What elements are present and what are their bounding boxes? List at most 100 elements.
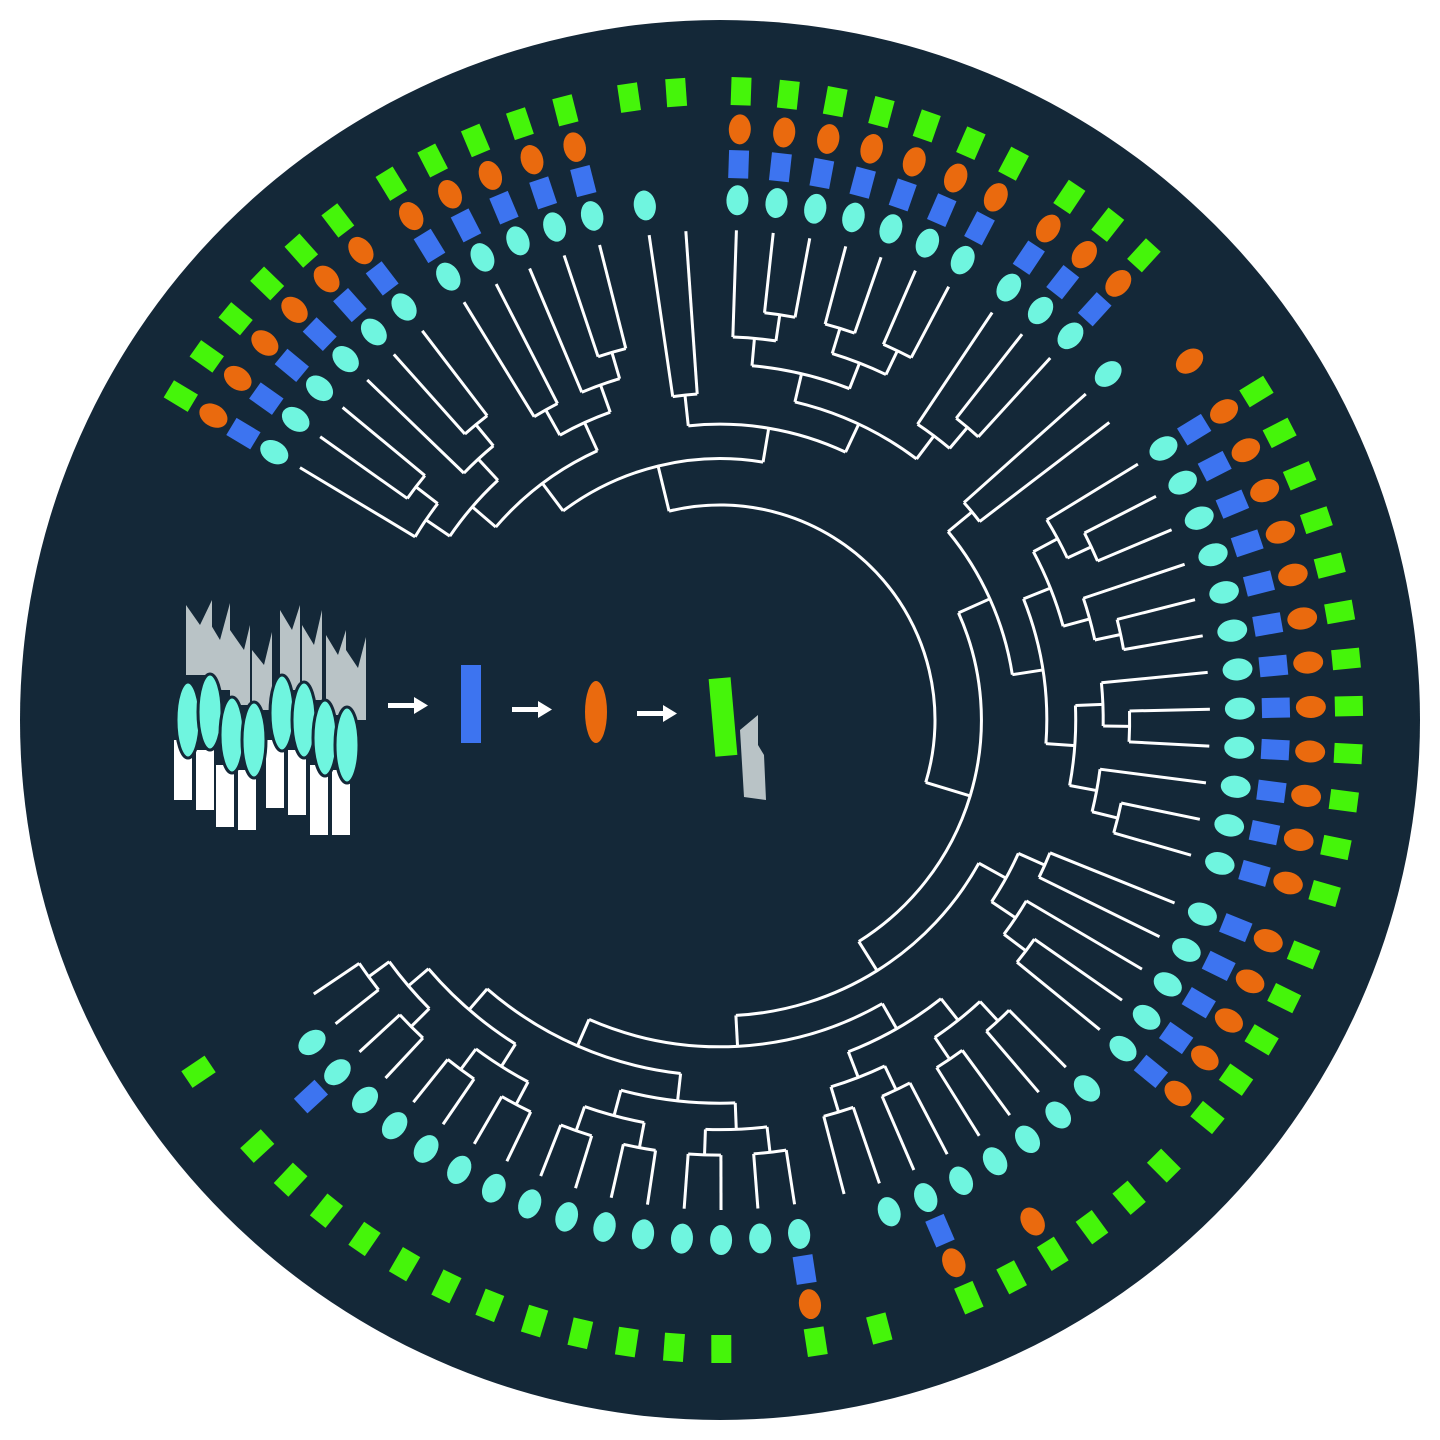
branch-line xyxy=(474,423,495,447)
branch-arc xyxy=(623,1142,656,1152)
branch-line xyxy=(1016,961,1101,1031)
branch-line xyxy=(880,1095,916,1171)
orange-ellipse-marker xyxy=(348,236,374,265)
orange-ellipse-marker xyxy=(1175,348,1204,374)
blue-rectangle-marker xyxy=(1177,413,1212,446)
blue-rectangle-marker xyxy=(925,1213,955,1248)
branch-line xyxy=(539,1124,563,1177)
green-rectangle-marker xyxy=(998,146,1029,181)
branch-line xyxy=(822,1115,846,1195)
green-rectangle-marker xyxy=(776,79,800,110)
branch-line xyxy=(1003,933,1027,953)
branch-line xyxy=(1046,462,1139,522)
orange-ellipse-marker xyxy=(223,365,252,391)
branch-line xyxy=(752,1153,760,1209)
blue-rectangle-marker xyxy=(1077,292,1112,327)
blue-rectangle-marker xyxy=(1181,986,1216,1019)
green-rectangle-marker xyxy=(1299,506,1333,535)
cyan-ellipse-marker xyxy=(842,202,865,233)
branch-line xyxy=(830,327,842,355)
cyan-ellipse-marker xyxy=(1209,581,1239,604)
green-rectangle-marker xyxy=(348,1221,381,1257)
blue-rectangle-marker xyxy=(529,176,558,210)
cyan-ellipse-marker xyxy=(360,318,387,346)
branch-arc xyxy=(1032,550,1065,627)
orange-ellipse-marker xyxy=(1191,1045,1219,1071)
branch-line xyxy=(358,1013,401,1053)
branch-line xyxy=(425,518,451,538)
green-rectangle-marker xyxy=(218,302,253,336)
blue-rectangle-icon xyxy=(461,665,481,743)
branch-line xyxy=(985,1030,1040,1094)
blue-rectangle-marker xyxy=(489,190,519,225)
branch-arc xyxy=(857,612,983,943)
branch-line xyxy=(933,1036,951,1061)
branch-line xyxy=(1094,633,1121,642)
blue-rectangle-marker xyxy=(413,228,446,264)
orange-ellipse-marker xyxy=(1278,563,1308,587)
branch-arc xyxy=(1127,710,1132,742)
branch-line xyxy=(881,1002,898,1030)
branch-line xyxy=(500,1043,517,1068)
blue-rectangle-marker xyxy=(888,178,917,212)
branch-line xyxy=(574,1135,594,1189)
green-rectangle-marker xyxy=(803,1326,828,1358)
cyan-ellipse-marker xyxy=(470,243,495,272)
arrow-icon xyxy=(512,701,552,718)
branch-line xyxy=(962,392,1087,504)
branch-line xyxy=(955,333,1024,420)
cyan-ellipse-marker xyxy=(949,1166,974,1195)
orange-ellipse-marker xyxy=(1071,241,1097,269)
green-rectangle-marker xyxy=(1308,880,1341,907)
green-rectangle-marker xyxy=(1244,1024,1279,1056)
cyan-ellipse-marker xyxy=(710,1224,733,1255)
branch-line xyxy=(1099,767,1207,785)
blue-rectangle-marker xyxy=(302,317,337,352)
blue-rectangle-marker xyxy=(450,208,482,243)
blue-rectangle-marker xyxy=(809,157,835,190)
orange-ellipse-marker xyxy=(1283,828,1314,851)
branch-line xyxy=(977,356,1052,438)
branch-line xyxy=(1025,899,1143,971)
blue-rectangle-marker xyxy=(1215,489,1250,519)
cyan-ellipse-marker xyxy=(879,214,903,244)
branch-line xyxy=(731,230,738,338)
branch-line xyxy=(935,1066,981,1137)
green-rectangle-marker xyxy=(1053,179,1086,215)
branch-line xyxy=(990,900,1017,920)
cyan-ellipse-marker xyxy=(950,245,975,275)
blue-rectangle-marker xyxy=(1238,859,1271,887)
green-rectangle-marker xyxy=(1267,982,1302,1014)
orange-ellipse-marker xyxy=(1164,1080,1192,1107)
orange-ellipse-marker xyxy=(1295,696,1326,719)
cyan-ellipse-marker xyxy=(1132,1004,1161,1030)
branch-arc xyxy=(705,1125,768,1132)
branch-line xyxy=(1116,598,1196,621)
cyan-ellipse-marker xyxy=(332,346,359,373)
green-rectangle-marker xyxy=(617,82,641,113)
green-rectangle-marker xyxy=(163,380,198,412)
branch-line xyxy=(441,1078,476,1126)
tree-branches xyxy=(299,230,1210,1211)
branch-arc xyxy=(830,1064,886,1089)
cyan-ellipse-marker xyxy=(1027,296,1054,325)
green-rectangle-marker xyxy=(1239,375,1274,408)
branch-line xyxy=(857,940,879,972)
cyan-ellipse-marker xyxy=(1073,1075,1101,1102)
branch-line xyxy=(1101,670,1208,685)
branch-line xyxy=(459,1048,478,1071)
cyan-ellipse-marker xyxy=(631,1219,655,1250)
blue-rectangle-marker xyxy=(1261,697,1291,719)
green-rectangle-marker xyxy=(1190,1100,1225,1135)
branch-line xyxy=(916,311,994,426)
orange-ellipse-marker xyxy=(1265,520,1296,544)
cyan-ellipse-marker xyxy=(352,1086,379,1114)
blue-rectangle-marker xyxy=(1230,529,1264,558)
branch-arc xyxy=(620,1088,736,1105)
branch-line xyxy=(829,1086,841,1113)
cyan-ellipse-marker xyxy=(1094,361,1122,387)
branch-line xyxy=(610,351,622,380)
branch-arc xyxy=(448,479,499,537)
green-rectangle-marker xyxy=(240,1129,275,1163)
orange-ellipse-marker xyxy=(943,163,968,193)
